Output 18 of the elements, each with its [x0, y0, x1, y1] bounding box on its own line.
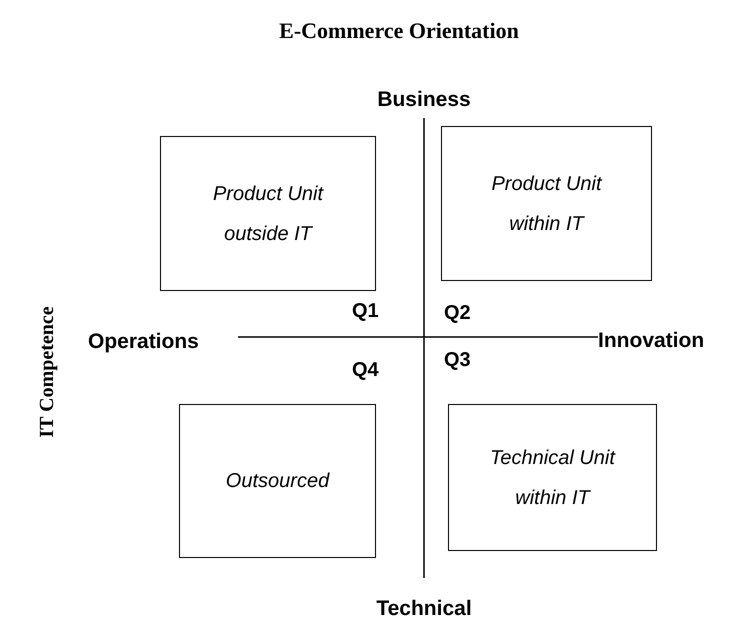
quadrant-box	[179, 404, 376, 558]
quadrant-label: Q2	[444, 301, 471, 326]
box-text: Product Unit within IT	[490, 172, 604, 236]
axis-label: Operations	[88, 329, 199, 355]
box-text: Outsourced	[226, 469, 330, 494]
box-text: Product Unit outside IT	[212, 182, 325, 246]
axis-label: Innovation	[598, 328, 704, 354]
quadrant-box	[441, 126, 652, 281]
box-text: Technical Unit within IT	[489, 446, 616, 510]
title: E-Commerce Orientation	[278, 17, 520, 45]
axis-label: Technical	[375, 596, 473, 622]
axis-label: IT Competence	[35, 305, 59, 440]
quadrant-box	[160, 136, 376, 291]
quadrant-label: Q3	[444, 348, 471, 373]
quadrant-label: Q4	[352, 358, 379, 383]
quadrant-box	[448, 404, 657, 551]
axis-label: Business	[376, 87, 472, 113]
quadrant-label: Q1	[352, 299, 379, 324]
